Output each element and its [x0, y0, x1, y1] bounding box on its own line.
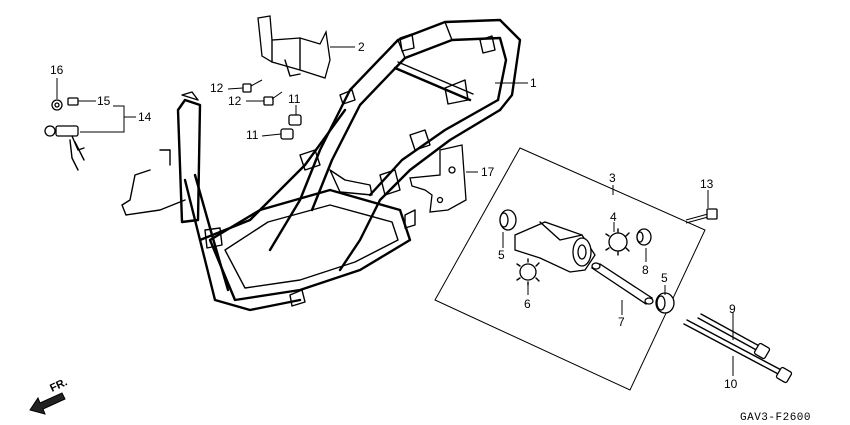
bushing-part-5a [499, 209, 517, 231]
washer-part-16 [51, 99, 63, 111]
bolt-part-12b [263, 91, 283, 106]
label-part-7: 7 [618, 315, 625, 329]
label-part-8: 8 [642, 263, 649, 277]
label-part-12a: 12 [210, 81, 224, 95]
part-labels: 1 2 3 4 5 5 6 7 8 9 10 11 11 12 12 13 14… [50, 40, 738, 391]
frame-body [121, 18, 522, 312]
engine-hanger-assembly-box [434, 147, 706, 391]
label-part-16: 16 [50, 63, 64, 77]
label-part-9: 9 [729, 302, 736, 316]
engine-hanger-part-3 [514, 221, 596, 273]
long-bolt-part-10 [683, 319, 793, 384]
front-direction-arrow: FR. [29, 376, 69, 415]
bushing-part-6 [516, 258, 540, 286]
steering-lock-part-14 [44, 125, 85, 171]
nut-part-11a [288, 114, 302, 126]
label-part-11a: 11 [288, 92, 301, 106]
screw-part-15 [67, 97, 90, 106]
front-direction-label: FR. [48, 376, 69, 394]
collar-part-8 [636, 228, 652, 246]
collar-pipe-part-7 [590, 262, 654, 305]
bolt-part-12a [242, 79, 263, 93]
label-part-14: 14 [138, 110, 152, 124]
leader-lines [56, 46, 734, 376]
bracket-part-17 [409, 144, 467, 213]
label-part-13: 13 [700, 177, 714, 191]
bolt-part-13 [685, 208, 718, 224]
bracket-part-2 [257, 15, 331, 79]
long-bolt-part-9 [697, 313, 771, 360]
label-part-6: 6 [524, 297, 531, 311]
label-part-11b: 11 [246, 128, 259, 142]
label-part-5a: 5 [498, 248, 505, 262]
label-part-10: 10 [724, 377, 738, 391]
label-part-3: 3 [609, 171, 616, 185]
label-part-4: 4 [610, 210, 617, 224]
label-part-12b: 12 [228, 94, 242, 108]
label-part-17: 17 [481, 165, 495, 179]
diagram-code: GAV3-F2600 [740, 412, 811, 424]
bushing-part-4 [605, 228, 630, 256]
label-part-2: 2 [358, 40, 365, 54]
nut-part-11b [280, 128, 294, 140]
label-part-1: 1 [530, 76, 537, 90]
label-part-5b: 5 [661, 271, 668, 285]
bushing-part-5b [655, 292, 675, 314]
label-part-15: 15 [97, 94, 111, 108]
